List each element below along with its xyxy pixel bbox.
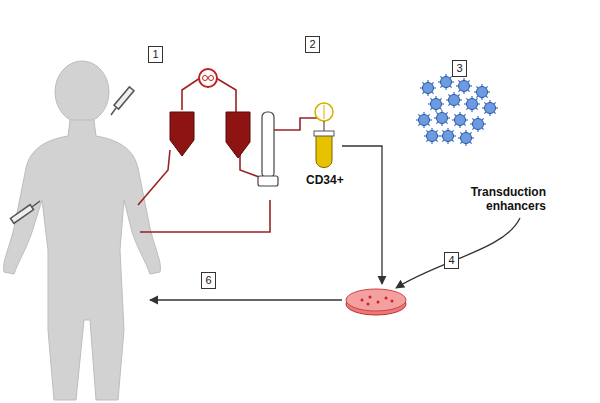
callout-number: 3 — [456, 63, 462, 74]
callout-number: 6 — [205, 275, 211, 286]
process-arrow — [150, 146, 520, 300]
child-silhouette — [4, 61, 161, 400]
callout-number: 2 — [309, 39, 315, 50]
petri-dish — [346, 289, 406, 315]
cd34-tube — [314, 103, 334, 168]
callout-number: 1 — [152, 49, 158, 60]
callout-box: 6 — [201, 272, 216, 289]
cell-label: CD34+ — [306, 174, 344, 188]
blood-tubing — [138, 78, 270, 232]
pump — [199, 69, 217, 87]
callout-box: 2 — [305, 36, 320, 53]
callout-number: 4 — [448, 255, 454, 266]
syringe — [10, 87, 134, 223]
reagent-label: Transduction enhancers — [466, 186, 546, 214]
callout-box: 4 — [444, 252, 459, 269]
viral-vector — [416, 74, 498, 146]
blood-bag — [170, 112, 250, 158]
callout-box: 1 — [148, 46, 163, 63]
callout-box: 3 — [452, 60, 467, 77]
